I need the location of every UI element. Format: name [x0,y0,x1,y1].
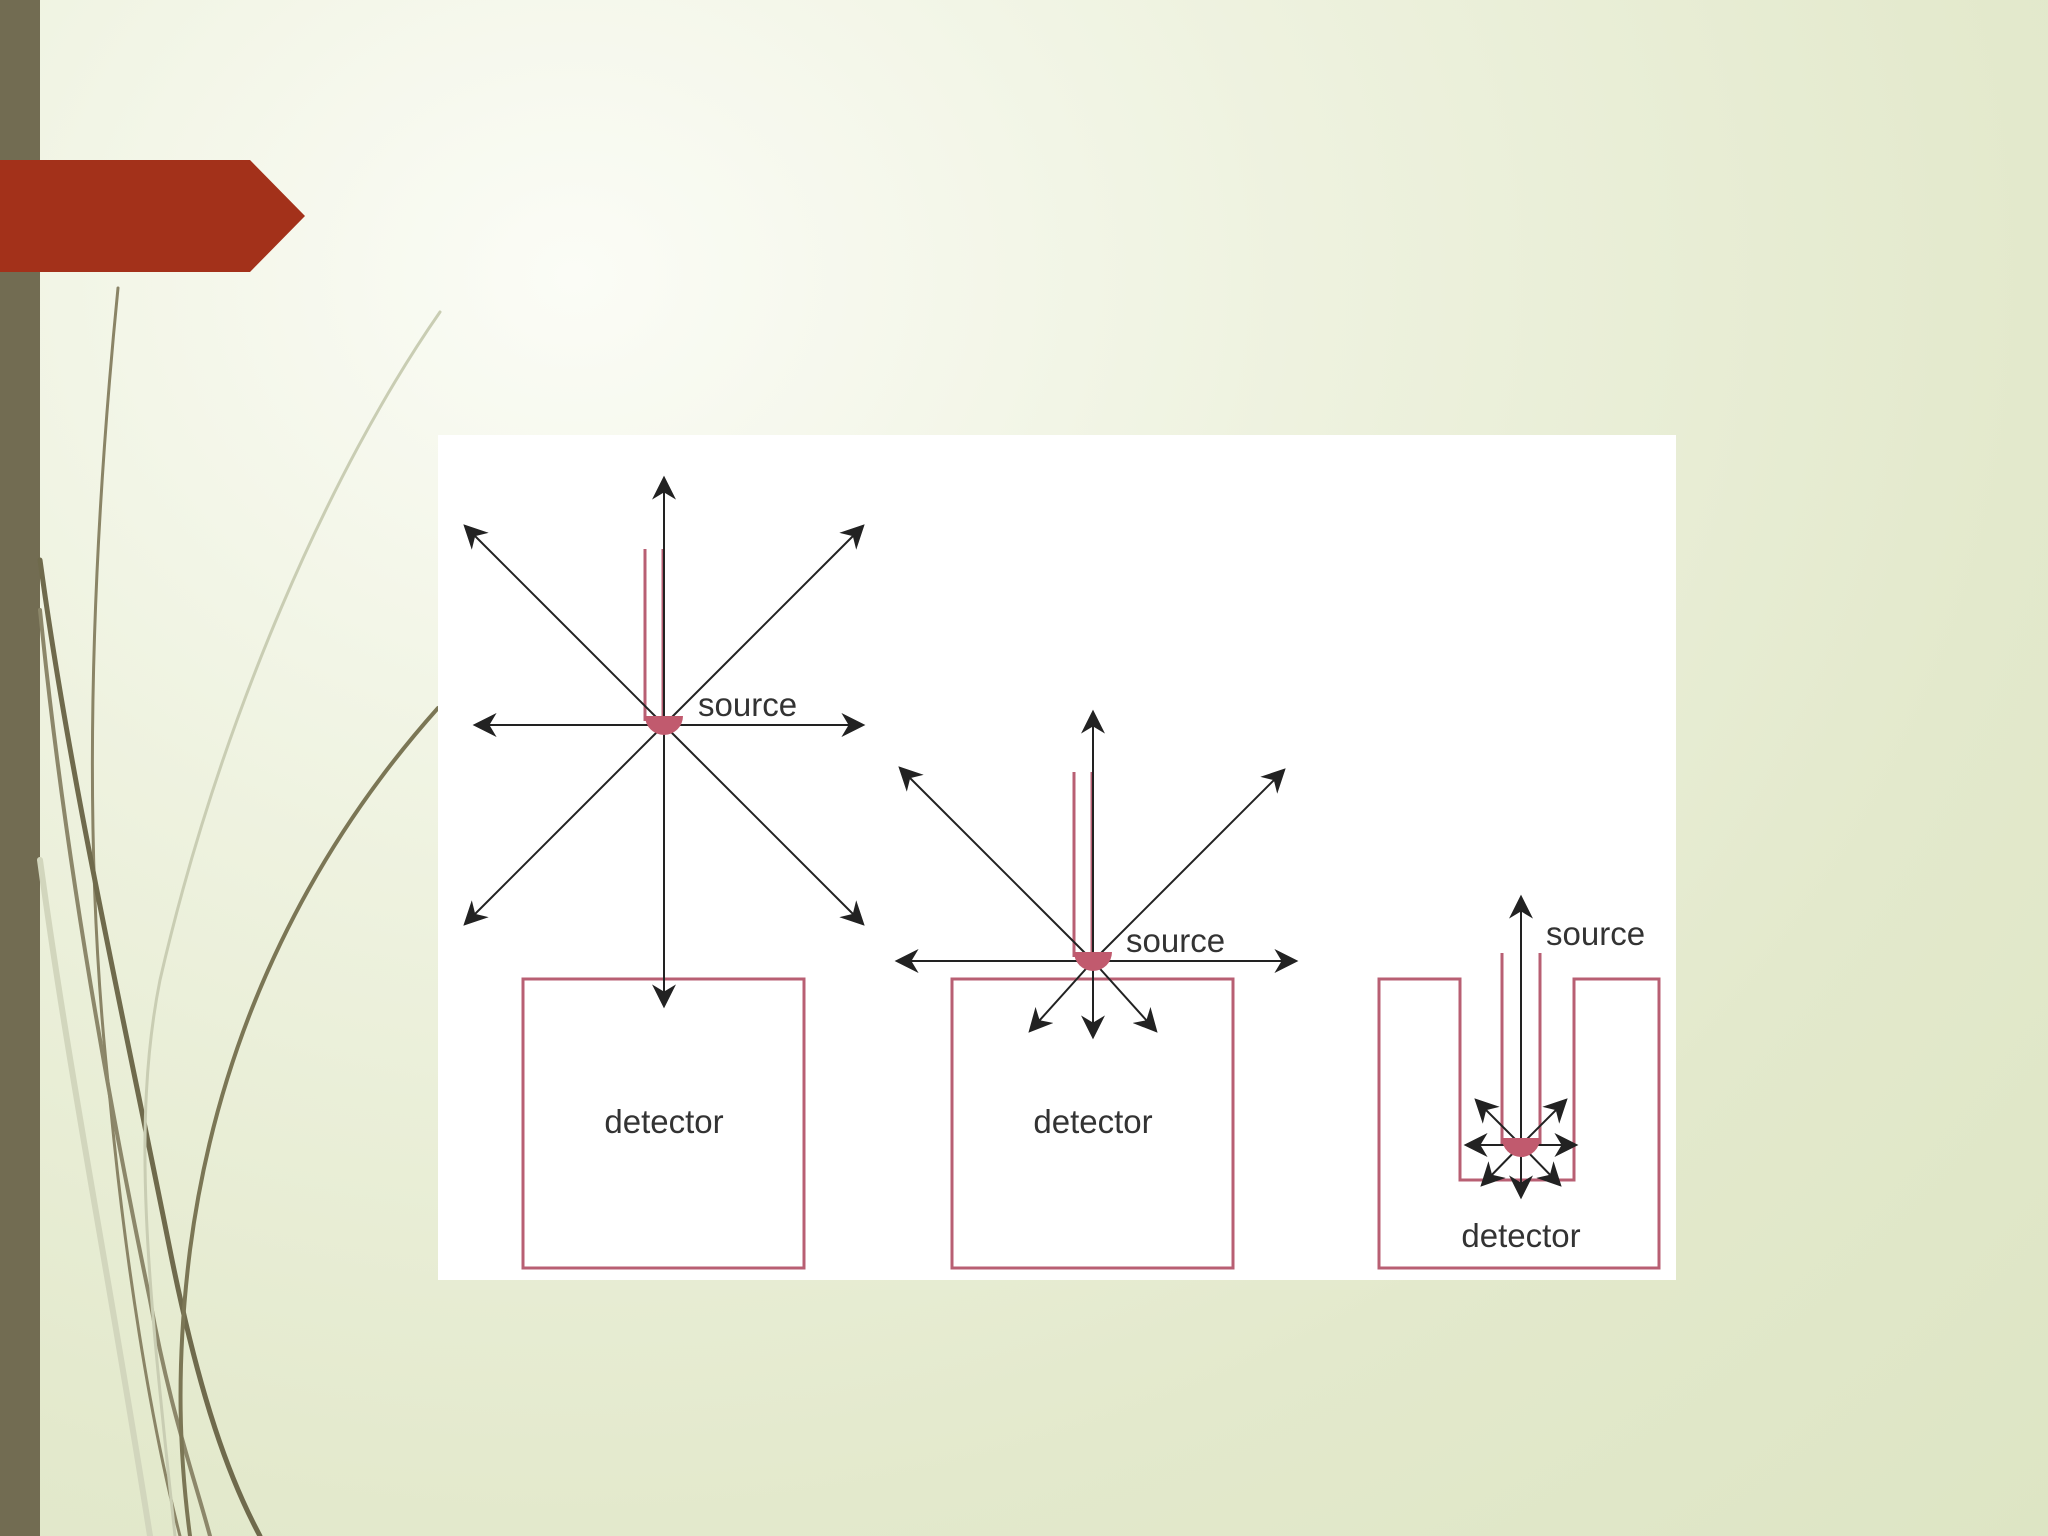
emission-arrows [894,709,1299,1040]
detector-label: detector [1461,1217,1580,1254]
panel-source-distant: source detector [463,475,866,1270]
source-label: source [698,686,797,723]
emission-arrow [663,524,865,726]
radioactive-source [1502,1138,1540,1157]
detector-geometry-diagram: source detector source detector [463,475,1661,1270]
grass-stroke [37,857,153,1536]
grass-stroke [37,557,263,1536]
radioactive-source [645,716,683,735]
grass-strokes [37,286,442,1536]
source-holder [643,549,665,721]
detector-label: detector [1033,1103,1152,1140]
source-holder [1500,953,1542,1145]
grass-stroke [38,608,212,1536]
source-label: source [1126,922,1225,959]
source-holder [1072,772,1094,957]
source-label: source [1546,915,1645,952]
emission-arrow [898,766,1094,962]
title-banner-arrow [0,160,305,272]
emission-arrow [1028,960,1094,1033]
emission-arrow [463,724,665,926]
emission-arrows [463,475,866,1009]
emission-arrow [1092,960,1158,1033]
grass-stroke [90,286,182,1536]
emission-arrow [663,724,865,926]
panel-source-on-surface: source detector [894,709,1299,1270]
emission-arrow [463,524,665,726]
emission-arrow [1520,1098,1568,1146]
detector-label: detector [604,1103,723,1140]
grass-stroke [143,310,442,1536]
radioactive-source [1074,952,1112,971]
emission-arrow [1474,1098,1522,1146]
grass-stroke [178,706,440,1536]
panel-well-detector: source detector [1377,894,1661,1270]
emission-arrow [1092,768,1286,962]
detector-geometry-figure: source detector source detector [438,435,1676,1280]
well-detector-outline [1377,977,1661,1270]
